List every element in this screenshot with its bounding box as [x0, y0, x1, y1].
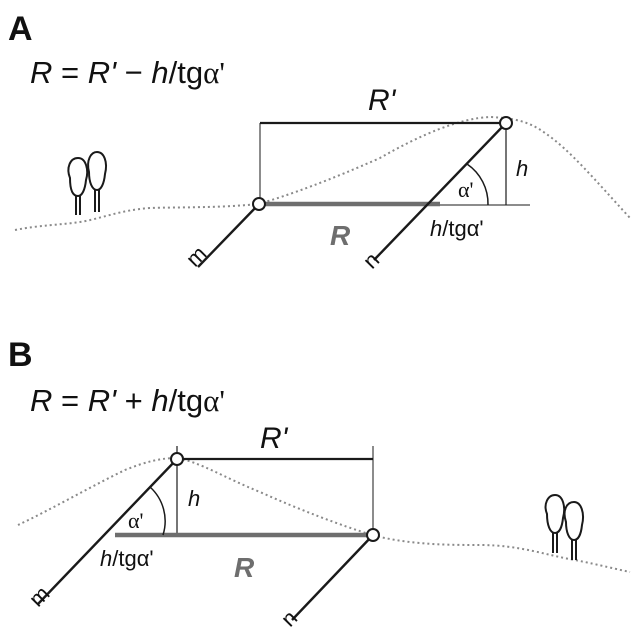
label-n-b: n: [276, 605, 302, 631]
tree-icon: [544, 493, 584, 560]
panel-a: A R = R' − h/tgα': [8, 10, 631, 274]
panel-a-formula: R = R' − h/tgα': [30, 55, 225, 90]
label-alpha-b: α': [128, 508, 144, 533]
staff-m-b: [37, 458, 178, 605]
terrain-profile-b: [17, 456, 631, 573]
staff-m-a: [197, 203, 260, 268]
label-r-a: R: [330, 220, 351, 251]
label-h-a: h: [516, 156, 528, 181]
label-h-tg-alpha-b: h/tgα': [100, 546, 154, 571]
point-m-b: [170, 452, 184, 466]
panel-b: B R = R' + h/tgα' R' R h: [8, 336, 631, 632]
angle-arc-a: [466, 163, 489, 206]
panel-b-label: B: [8, 336, 33, 374]
panel-a-label: A: [8, 10, 33, 48]
label-m-b: m: [24, 581, 55, 612]
label-r-b: R: [234, 552, 255, 583]
label-h-b: h: [188, 486, 200, 511]
angle-arc-b: [149, 486, 166, 536]
terrain-profile-a: [14, 115, 631, 231]
point-m-a: [252, 197, 266, 211]
label-h-tg-alpha-a: h/tgα': [430, 216, 484, 241]
label-r-prime-b: R': [260, 422, 289, 455]
label-n-a: n: [358, 247, 384, 273]
point-n-b: [366, 528, 380, 542]
tree-icon: [67, 150, 107, 215]
point-n-a: [499, 116, 513, 130]
panel-b-formula: R = R' + h/tgα': [30, 383, 225, 418]
label-alpha-a: α': [458, 177, 474, 202]
staff-n-b: [291, 534, 374, 621]
staff-n-a: [373, 122, 507, 261]
label-r-prime-a: R': [368, 84, 397, 117]
label-m-a: m: [181, 241, 212, 272]
